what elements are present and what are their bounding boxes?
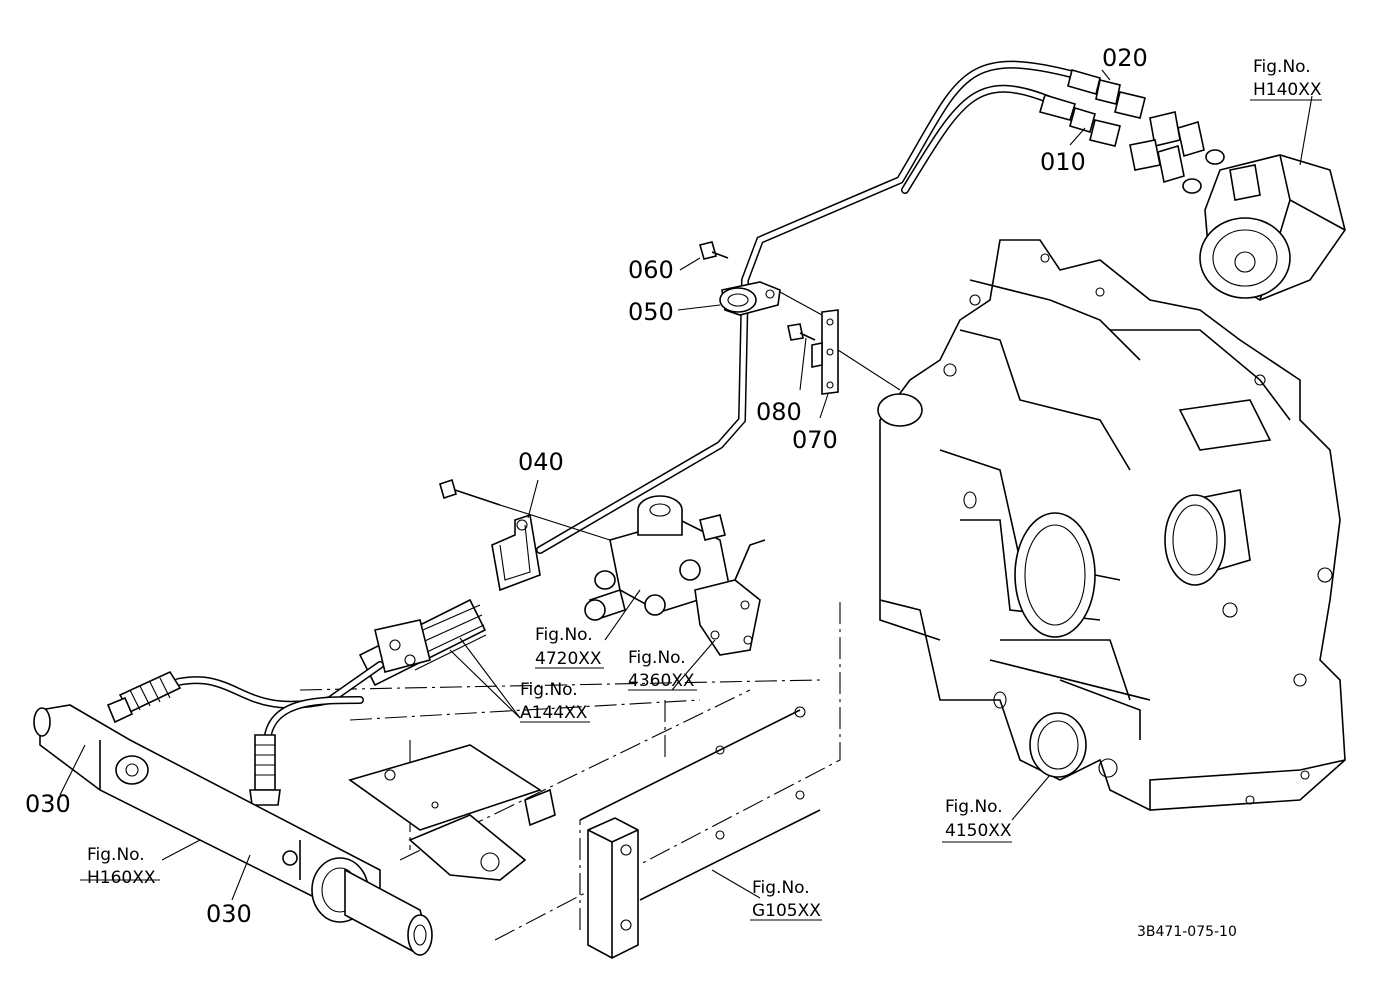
- svg-text:A144XX: A144XX: [520, 703, 588, 723]
- label-020: 020: [1102, 44, 1148, 72]
- svg-text:4720XX: 4720XX: [535, 649, 602, 669]
- bolt-080: [787, 323, 816, 341]
- engine-housing: [877, 239, 1346, 811]
- fig-ref-g105: Fig.No. G105XX: [752, 878, 821, 921]
- leader-bracket-housing: [837, 349, 901, 391]
- label-030-lower: 030: [206, 900, 252, 928]
- svg-text:4150XX: 4150XX: [945, 821, 1012, 841]
- svg-text:Fig.No.: Fig.No.: [628, 648, 686, 668]
- svg-text:H140XX: H140XX: [1253, 80, 1322, 100]
- valve-bolt: [439, 478, 611, 541]
- clamp-050: [719, 281, 781, 316]
- svg-text:G105XX: G105XX: [752, 901, 821, 921]
- svg-text:Fig.No.: Fig.No.: [520, 680, 578, 700]
- svg-text:Fig.No.: Fig.No.: [1253, 57, 1311, 77]
- label-080: 080: [756, 398, 802, 426]
- svg-text:Fig.No.: Fig.No.: [535, 625, 593, 645]
- svg-text:4360XX: 4360XX: [628, 671, 695, 691]
- fig-ref-h140: Fig.No. H140XX: [1253, 57, 1322, 100]
- bracket-070: [811, 309, 839, 395]
- label-010: 010: [1040, 148, 1086, 176]
- label-070: 070: [792, 426, 838, 454]
- hydraulic-motor: [1199, 154, 1346, 301]
- lower-hoses: [174, 661, 384, 739]
- svg-text:H160XX: H160XX: [87, 868, 156, 888]
- fig-ref-h160: Fig.No. H160XX: [87, 845, 156, 888]
- motor-fittings: [1129, 111, 1225, 194]
- leader-lines: [59, 69, 1322, 921]
- fig-ref-a144: Fig.No. A144XX: [520, 680, 588, 723]
- hose-end-020: [1067, 69, 1146, 119]
- bolt-060: [699, 241, 729, 260]
- label-030-upper: 030: [25, 790, 71, 818]
- label-060: 060: [628, 256, 674, 284]
- label-050: 050: [628, 298, 674, 326]
- hose-end-010: [1039, 94, 1121, 147]
- frame-rail: [579, 706, 821, 901]
- hose-end-lower-2: [249, 734, 281, 806]
- clamp-040: [491, 513, 541, 592]
- leader-clamp-bracket: [779, 291, 823, 316]
- fig-ref-4360: Fig.No. 4360XX: [628, 648, 695, 691]
- svg-text:Fig.No.: Fig.No.: [945, 797, 1003, 817]
- hose-end-lower-1: [106, 670, 182, 724]
- fig-ref-4720: Fig.No. 4720XX: [535, 625, 602, 669]
- drawing-code: 3B471-075-10: [1137, 924, 1237, 940]
- label-040: 040: [518, 448, 564, 476]
- mount-plate: [348, 744, 556, 881]
- frame-block: [587, 817, 639, 959]
- valve-bracket: [694, 539, 766, 656]
- fig-ref-4150: Fig.No. 4150XX: [945, 797, 1012, 841]
- svg-text:Fig.No.: Fig.No.: [752, 878, 810, 898]
- hose-010-020: [536, 60, 1079, 554]
- hydraulic-cylinder: [33, 704, 433, 956]
- hose-protector: [358, 598, 487, 687]
- svg-text:Fig.No.: Fig.No.: [87, 845, 145, 865]
